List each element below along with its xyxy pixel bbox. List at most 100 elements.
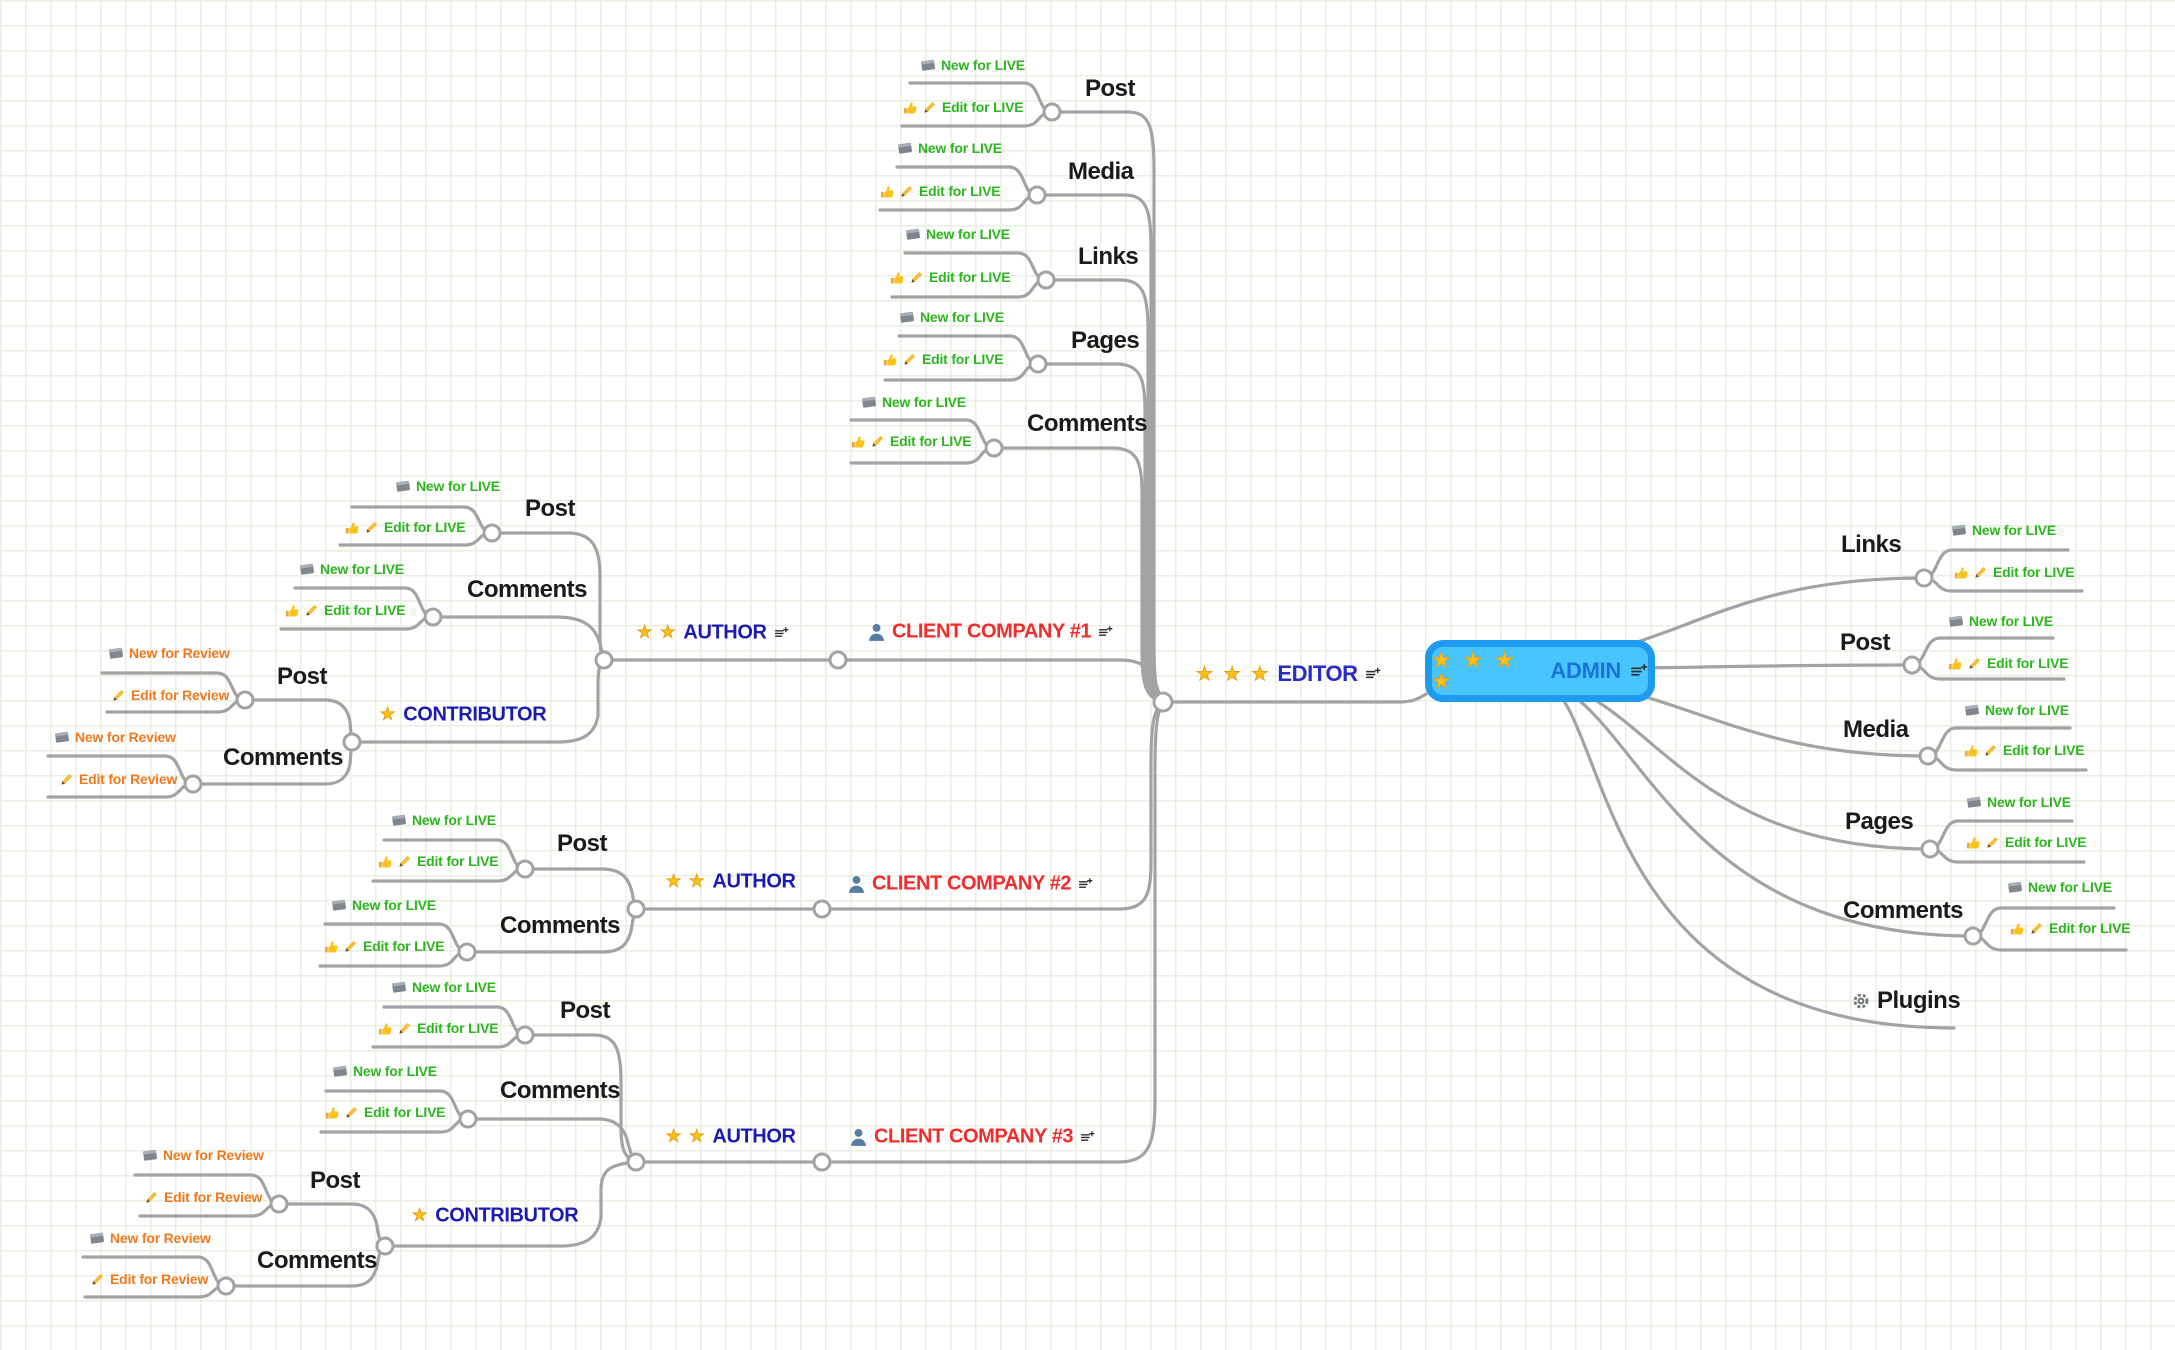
perm-new-for-live[interactable]: New for LIVE bbox=[897, 140, 1002, 156]
client-company-1-node[interactable]: CLIENT COMPANY #1 bbox=[868, 621, 1113, 644]
perm-new-for-live[interactable]: New for LIVE bbox=[1948, 613, 2053, 629]
branch-anchors[interactable] bbox=[183, 102, 1983, 1296]
topic-post[interactable]: Post bbox=[277, 663, 328, 690]
perm-edit-for-review[interactable]: Edit for Review bbox=[91, 1271, 208, 1287]
notes-add-icon[interactable] bbox=[1630, 663, 1648, 679]
notes-add-icon[interactable] bbox=[1078, 878, 1093, 891]
perm-new-for-live[interactable]: New for LIVE bbox=[395, 478, 500, 494]
topic-pages[interactable]: Pages bbox=[1071, 327, 1140, 354]
topic-post[interactable]: Post bbox=[1085, 75, 1136, 102]
perm-label: Edit for Review bbox=[110, 1271, 209, 1287]
role-contributor-client3[interactable]: ★ CONTRIBUTOR bbox=[411, 1205, 578, 1228]
perm-edit-for-live[interactable]: Edit for LIVE bbox=[1966, 834, 2087, 850]
topic-plugins[interactable]: Plugins bbox=[1852, 987, 1961, 1015]
perm-new-for-live[interactable]: New for LIVE bbox=[1951, 522, 2056, 538]
perm-new-for-review[interactable]: New for Review bbox=[108, 645, 230, 661]
perm-new-for-live[interactable]: New for LIVE bbox=[391, 979, 496, 995]
topic-links[interactable]: Links bbox=[1841, 531, 1902, 558]
topic-post[interactable]: Post bbox=[557, 830, 608, 857]
perm-edit-for-live[interactable]: Edit for LIVE bbox=[1954, 564, 2075, 580]
perm-edit-for-review[interactable]: Edit for Review bbox=[145, 1189, 262, 1205]
topic-comments[interactable]: Comments bbox=[257, 1247, 378, 1274]
role-author-client3[interactable]: ★ ★ AUTHOR bbox=[665, 1126, 795, 1149]
perm-edit-for-live[interactable]: Edit for LIVE bbox=[880, 183, 1001, 199]
admin-stars-icon: ★ ★ ★ ★ bbox=[1431, 648, 1517, 693]
role-author-client1[interactable]: ★ ★ AUTHOR bbox=[636, 622, 789, 645]
role-contributor-client1[interactable]: ★ CONTRIBUTOR bbox=[379, 704, 546, 727]
notes-add-icon[interactable] bbox=[1365, 667, 1381, 681]
topic-comments[interactable]: Comments bbox=[500, 1077, 621, 1104]
perm-label: Edit for LIVE bbox=[922, 351, 1004, 367]
perm-new-for-review[interactable]: New for Review bbox=[142, 1147, 264, 1163]
topic-media[interactable]: Media bbox=[1068, 158, 1134, 185]
perm-edit-for-live[interactable]: Edit for LIVE bbox=[851, 433, 972, 449]
role-author-client2[interactable]: ★ ★ AUTHOR bbox=[665, 871, 795, 894]
perm-label: Edit for LIVE bbox=[2049, 920, 2131, 936]
notes-add-icon[interactable] bbox=[1098, 626, 1113, 639]
perm-edit-for-live[interactable]: Edit for LIVE bbox=[883, 351, 1004, 367]
perm-edit-for-review[interactable]: Edit for Review bbox=[112, 687, 229, 703]
perm-new-for-review[interactable]: New for Review bbox=[54, 729, 176, 745]
topic-comments[interactable]: Comments bbox=[1027, 410, 1148, 437]
perm-edit-for-live[interactable]: Edit for LIVE bbox=[378, 1020, 499, 1036]
topic-comments[interactable]: Comments bbox=[467, 576, 588, 603]
perm-edit-for-live[interactable]: Edit for LIVE bbox=[345, 519, 466, 535]
topic-comments[interactable]: Comments bbox=[223, 744, 344, 771]
topic-post[interactable]: Post bbox=[525, 495, 576, 522]
topic-pages[interactable]: Pages bbox=[1845, 808, 1914, 835]
note-icon bbox=[920, 58, 936, 72]
perm-label: Edit for LIVE bbox=[919, 183, 1001, 199]
perm-new-for-live[interactable]: New for LIVE bbox=[899, 309, 1004, 325]
person-icon bbox=[848, 875, 865, 894]
perm-new-for-live[interactable]: New for LIVE bbox=[1964, 702, 2069, 718]
topic-post[interactable]: Post bbox=[1840, 629, 1891, 656]
notes-add-icon[interactable] bbox=[1080, 1131, 1095, 1144]
perm-new-for-live[interactable]: New for LIVE bbox=[332, 1063, 437, 1079]
perm-label: Edit for LIVE bbox=[384, 519, 466, 535]
perm-label: Edit for LIVE bbox=[1993, 564, 2075, 580]
perm-label: New for Review bbox=[75, 729, 176, 745]
client-company-2-node[interactable]: CLIENT COMPANY #2 bbox=[848, 873, 1093, 896]
pencil-icon bbox=[112, 688, 126, 702]
perm-edit-for-review[interactable]: Edit for Review bbox=[60, 771, 177, 787]
perm-edit-for-live[interactable]: Edit for LIVE bbox=[2010, 920, 2131, 936]
perm-edit-for-live[interactable]: Edit for LIVE bbox=[903, 99, 1024, 115]
perm-label: Edit for LIVE bbox=[890, 433, 972, 449]
pencil-icon bbox=[910, 270, 924, 284]
thumbs-up-icon bbox=[2010, 921, 2025, 936]
perm-edit-for-live[interactable]: Edit for LIVE bbox=[890, 269, 1011, 285]
editor-node[interactable]: ★ ★ ★ EDITOR bbox=[1195, 661, 1381, 687]
perm-new-for-live[interactable]: New for LIVE bbox=[391, 812, 496, 828]
perm-new-for-live[interactable]: New for LIVE bbox=[1966, 794, 2071, 810]
perm-label: Edit for LIVE bbox=[417, 853, 499, 869]
topic-comments[interactable]: Comments bbox=[1843, 897, 1964, 924]
perm-new-for-live[interactable]: New for LIVE bbox=[299, 561, 404, 577]
contributor-star-icon: ★ bbox=[379, 704, 397, 725]
topic-links[interactable]: Links bbox=[1078, 243, 1139, 270]
perm-new-for-live[interactable]: New for LIVE bbox=[905, 226, 1010, 242]
pencil-icon bbox=[923, 100, 937, 114]
topic-post[interactable]: Post bbox=[560, 997, 611, 1024]
pencil-icon bbox=[871, 434, 885, 448]
notes-add-icon[interactable] bbox=[774, 627, 789, 640]
perm-edit-for-live[interactable]: Edit for LIVE bbox=[1964, 742, 2085, 758]
client-company-3-node[interactable]: CLIENT COMPANY #3 bbox=[850, 1126, 1095, 1149]
topic-post[interactable]: Post bbox=[310, 1167, 361, 1194]
thumbs-up-icon bbox=[324, 939, 339, 954]
perm-edit-for-live[interactable]: Edit for LIVE bbox=[378, 853, 499, 869]
gear-icon bbox=[1852, 992, 1870, 1010]
topic-comments[interactable]: Comments bbox=[500, 912, 621, 939]
perm-edit-for-live[interactable]: Edit for LIVE bbox=[285, 602, 406, 618]
perm-new-for-live[interactable]: New for LIVE bbox=[920, 57, 1025, 73]
perm-edit-for-live[interactable]: Edit for LIVE bbox=[1948, 655, 2069, 671]
perm-new-for-live[interactable]: New for LIVE bbox=[2007, 879, 2112, 895]
perm-new-for-review[interactable]: New for Review bbox=[89, 1230, 211, 1246]
admin-node[interactable]: ★ ★ ★ ★ ADMIN bbox=[1425, 640, 1655, 702]
perm-edit-for-live[interactable]: Edit for LIVE bbox=[324, 938, 445, 954]
perm-new-for-live[interactable]: New for LIVE bbox=[331, 897, 436, 913]
perm-label: Edit for LIVE bbox=[1987, 655, 2069, 671]
perm-new-for-live[interactable]: New for LIVE bbox=[861, 394, 966, 410]
perm-edit-for-live[interactable]: Edit for LIVE bbox=[325, 1104, 446, 1120]
topic-media[interactable]: Media bbox=[1843, 716, 1909, 743]
